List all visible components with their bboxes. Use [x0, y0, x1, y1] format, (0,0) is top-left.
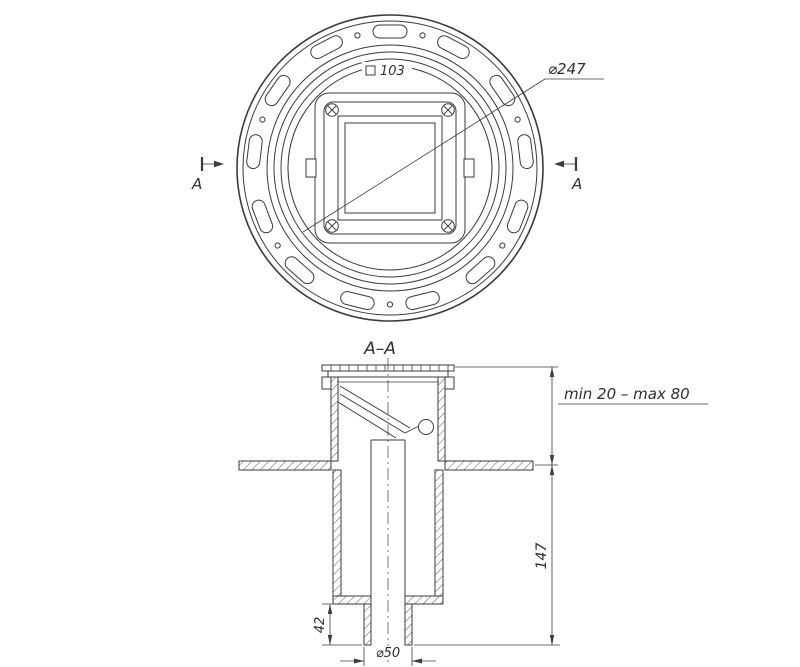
flange-slot-ring	[246, 24, 534, 311]
screw-bottom-left	[325, 219, 339, 233]
seal-rings	[266, 44, 514, 292]
outlet-height-dimension: 42	[313, 603, 362, 646]
grate-screws	[325, 103, 455, 233]
screw-top-left	[325, 103, 339, 117]
height-range-dimension: min 20 – max 80	[455, 366, 708, 466]
screw-bottom-right	[441, 219, 455, 233]
section-marker-left: A	[191, 157, 224, 193]
body-wall-right	[434, 469, 444, 597]
dimensions: min 20 – max 80 147 42	[313, 366, 708, 666]
square-symbol	[365, 65, 376, 76]
grate-section	[321, 364, 455, 390]
trap-insert	[337, 381, 439, 441]
bottom-shoulder-right	[404, 595, 444, 605]
section-marker-right-label: A	[571, 175, 582, 193]
section-title: A–A	[363, 339, 396, 359]
flange-wing-right	[444, 460, 534, 471]
total-height-dimension: 147	[414, 465, 560, 646]
section-view: A–A	[238, 339, 534, 664]
outlet-diameter-dimension: ⌀50	[340, 646, 436, 666]
flange-outer-circle	[236, 14, 544, 322]
body-wall-left	[332, 469, 342, 597]
flange-diameter-label: ⌀247	[548, 60, 586, 78]
trap-ball	[418, 419, 434, 435]
height-range-label: min 20 – max 80	[564, 385, 690, 403]
collar-wall-left	[330, 376, 339, 462]
outlet-height-label: 42	[313, 617, 328, 634]
bottom-shoulder-left	[332, 595, 372, 605]
top-view: ⌀247 103 A A	[191, 14, 604, 322]
outlet-wall-left	[363, 603, 372, 646]
collar-wall-right	[437, 376, 446, 462]
outlet-diameter-label: ⌀50	[376, 646, 400, 661]
grate-size-label: 103	[380, 64, 405, 79]
screw-top-right	[441, 103, 455, 117]
outlet-wall-right	[404, 603, 413, 646]
grate-frame	[305, 92, 475, 244]
total-height-label: 147	[534, 543, 550, 570]
frame-clip-right	[463, 158, 475, 178]
section-marker-right: A	[554, 157, 582, 193]
section-marker-left-label: A	[191, 175, 202, 193]
flange-inner-edge-circle	[242, 20, 538, 316]
flange-wing-left	[238, 460, 332, 471]
frame-clip-left	[305, 158, 317, 178]
diameter-leader-line	[302, 78, 546, 233]
